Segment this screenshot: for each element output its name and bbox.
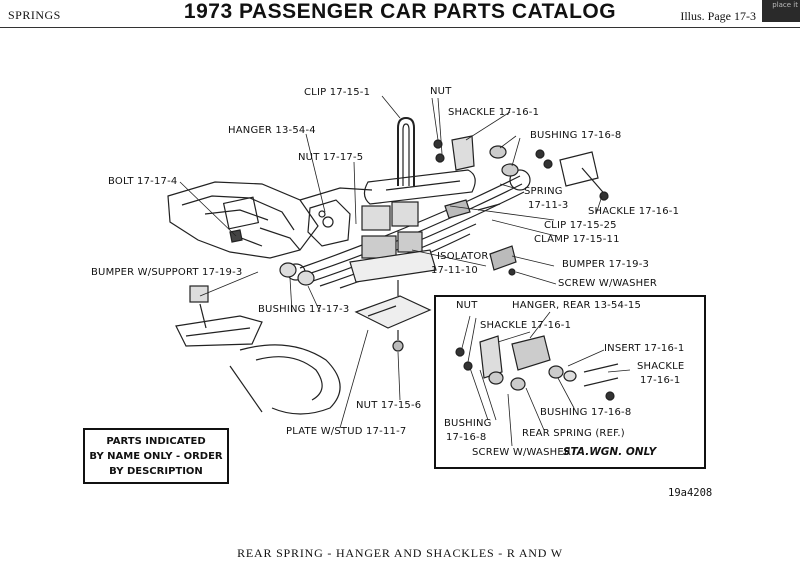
label-bolt-17-17-4: BOLT 17-17-4 — [108, 176, 178, 187]
front-hanger-bracket — [307, 199, 351, 247]
label-bumper-17-19-3: BUMPER 17-19-3 — [562, 259, 650, 270]
station-wagon-inset — [434, 295, 706, 469]
corner-overlay[interactable]: place it — [762, 0, 800, 22]
label-nut-17-17-5: NUT 17-17-5 — [298, 152, 364, 163]
inset-label-screw: SCREW W/WASHER — [472, 447, 572, 458]
leader-lines — [179, 95, 603, 429]
notice-line-2: BY NAME ONLY - ORDER — [89, 451, 223, 462]
label-bumper-w-support: BUMPER W/SUPPORT 17-19-3 — [91, 267, 243, 278]
inset-label-hanger: HANGER, REAR 13-54-15 — [512, 300, 642, 311]
figure-caption: REAR SPRING - HANGER AND SHACKLES - R AN… — [237, 546, 563, 560]
label-nut-17-15-6: NUT 17-15-6 — [356, 400, 422, 411]
bumper-support — [175, 285, 263, 347]
label-shackle-top: SHACKLE 17-16-1 — [448, 107, 540, 118]
inset-label-shackle-top: SHACKLE 17-16-1 — [480, 320, 572, 331]
label-plate-w-stud: PLATE W/STUD 17-11-7 — [286, 426, 407, 437]
label-isolator-line1: ISOLATOR — [437, 251, 489, 262]
inset-label-shackle-right-2: 17-16-1 — [640, 375, 681, 386]
inset-label-bushing-left-1: BUSHING — [444, 418, 492, 429]
label-spring-line2: 17-11-3 — [528, 200, 569, 211]
label-spring-line1: SPRING — [524, 186, 563, 197]
rear-bushing-parts — [279, 245, 517, 286]
label-clip-17-15-1: CLIP 17-15-1 — [304, 87, 371, 98]
inset-label-nut: NUT — [456, 300, 478, 311]
illustration-page-ref: Illus. Page 17-3 — [680, 9, 756, 23]
label-clip-17-15-25: CLIP 17-15-25 — [544, 220, 617, 231]
catalog-title: 1973 PASSENGER CAR PARTS CATALOG — [183, 0, 617, 23]
label-shackle-right: SHACKLE 17-16-1 — [588, 206, 680, 217]
axle-tube — [363, 169, 476, 205]
section-name: SPRINGS — [8, 8, 61, 22]
inset-label-shackle-right-1: SHACKLE — [637, 361, 685, 372]
body-section-lower-left — [229, 344, 341, 415]
label-isolator-line2: 17-11-10 — [431, 265, 478, 276]
parts-notice-box: PARTS INDICATED BY NAME ONLY - ORDER BY … — [83, 428, 229, 484]
label-nut-top: NUT — [430, 86, 452, 97]
label-clamp-17-15-11: CLAMP 17-15-11 — [534, 234, 620, 245]
notice-line-3: BY DESCRIPTION — [109, 466, 203, 477]
bolt-part — [229, 229, 263, 247]
label-bushing-17-17-3: BUSHING 17-17-3 — [258, 304, 350, 315]
inset-label-insert: INSERT 17-16-1 — [604, 343, 685, 354]
illustration-number: 19a4208 — [668, 487, 713, 499]
label-hanger-13-54-4: HANGER 13-54-4 — [228, 125, 316, 136]
u-bolt-clip — [397, 116, 415, 186]
corner-overlay-text: place it — [772, 1, 798, 9]
inset-title: STA.WGN. ONLY — [563, 446, 657, 458]
inset-label-bushing-right: BUSHING 17-16-8 — [540, 407, 632, 418]
label-screw-w-washer: SCREW W/WASHER — [558, 278, 658, 289]
clamp-assembly — [349, 199, 501, 283]
notice-line-1: PARTS INDICATED — [106, 436, 206, 447]
plate-with-stud — [354, 280, 432, 352]
label-bushing-17-16-8-top: BUSHING 17-16-8 — [530, 130, 622, 141]
station-wagon-inset-art — [455, 311, 631, 447]
inset-label-bushing-left-2: 17-16-8 — [446, 432, 487, 443]
inset-label-rear-spring: REAR SPRING (REF.) — [522, 428, 625, 439]
frame-section-left — [167, 181, 373, 259]
top-shackle-assembly — [433, 135, 609, 201]
header-divider — [0, 27, 800, 28]
